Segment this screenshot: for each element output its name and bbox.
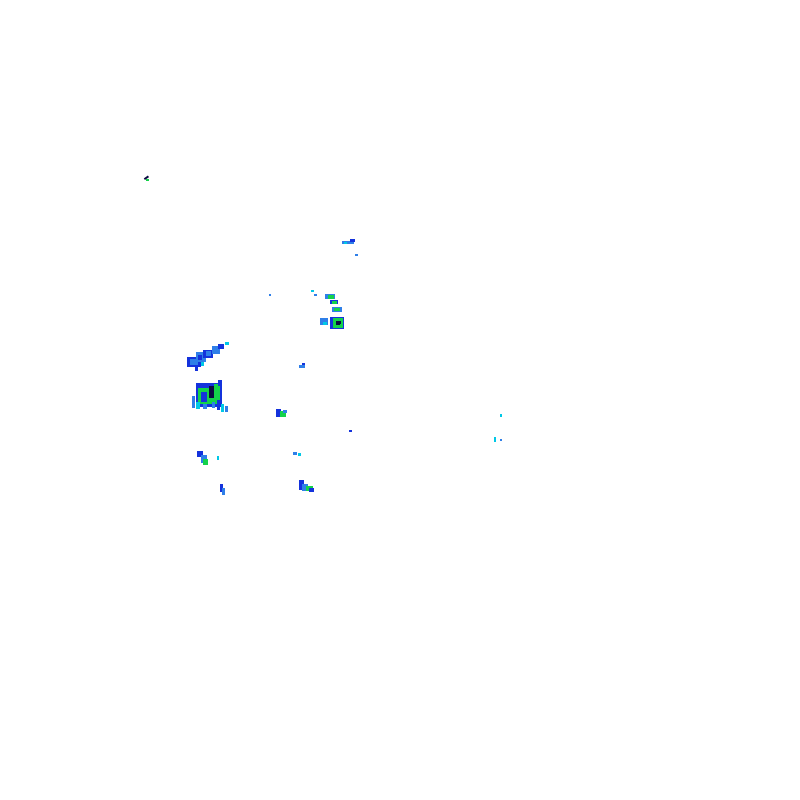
echo-cell-west-heavy [192, 380, 228, 412]
echo-cell-south [220, 484, 225, 495]
echo-cell-central-north [320, 294, 344, 329]
echo-cell-north [342, 239, 358, 256]
echo-cell-southwest [197, 451, 219, 465]
echo-cell-east [494, 414, 502, 442]
echo-cell-northwest [143, 175, 150, 181]
echo-speck [314, 294, 317, 296]
echo-cell-central [299, 363, 305, 368]
echo-cell-south-central [293, 452, 301, 456]
echo-cell-south-east [299, 480, 314, 492]
echo-speck [311, 290, 314, 292]
echo-speck [349, 430, 352, 432]
echo-cell-central-south [276, 409, 287, 417]
echo-band-west [187, 342, 229, 371]
echo-speck [269, 294, 271, 296]
